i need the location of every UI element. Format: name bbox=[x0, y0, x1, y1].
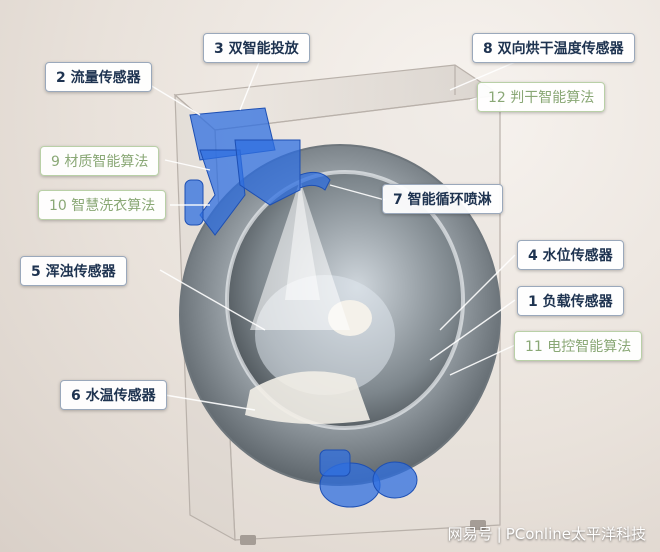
label-smart-washing-algorithm: 10 智慧洗衣算法 bbox=[38, 190, 167, 220]
blue-components bbox=[184, 107, 418, 508]
label-electronic-control-algorithm: 11 电控智能算法 bbox=[514, 331, 643, 361]
label-bidirectional-drying-temp-sensor: 8 双向烘干温度传感器 bbox=[472, 33, 635, 63]
watermark: 网易号|PConline太平洋科技 bbox=[448, 523, 646, 544]
watermark-separator: | bbox=[496, 525, 502, 543]
label-flow-sensor: 2 流量传感器 bbox=[45, 62, 152, 92]
label-dual-smart-dispensing: 3 双智能投放 bbox=[203, 33, 310, 63]
label-turbidity-sensor: 5 浑浊传感器 bbox=[20, 256, 127, 286]
label-smart-circulation-spray: 7 智能循环喷淋 bbox=[382, 184, 503, 214]
feet bbox=[240, 520, 486, 545]
leader-lines bbox=[149, 59, 521, 411]
watermark-brand: 网易号 bbox=[447, 525, 493, 543]
drum bbox=[179, 144, 501, 486]
label-dryness-algorithm: 12 判干智能算法 bbox=[477, 82, 606, 112]
spray bbox=[250, 180, 350, 330]
watermark-source: PConline太平洋科技 bbox=[505, 525, 646, 543]
label-water-temp-sensor: 6 水温传感器 bbox=[60, 380, 167, 410]
label-water-level-sensor: 4 水位传感器 bbox=[517, 240, 624, 270]
label-load-sensor: 1 负载传感器 bbox=[517, 286, 624, 316]
label-fabric-algorithm: 9 材质智能算法 bbox=[40, 146, 160, 176]
